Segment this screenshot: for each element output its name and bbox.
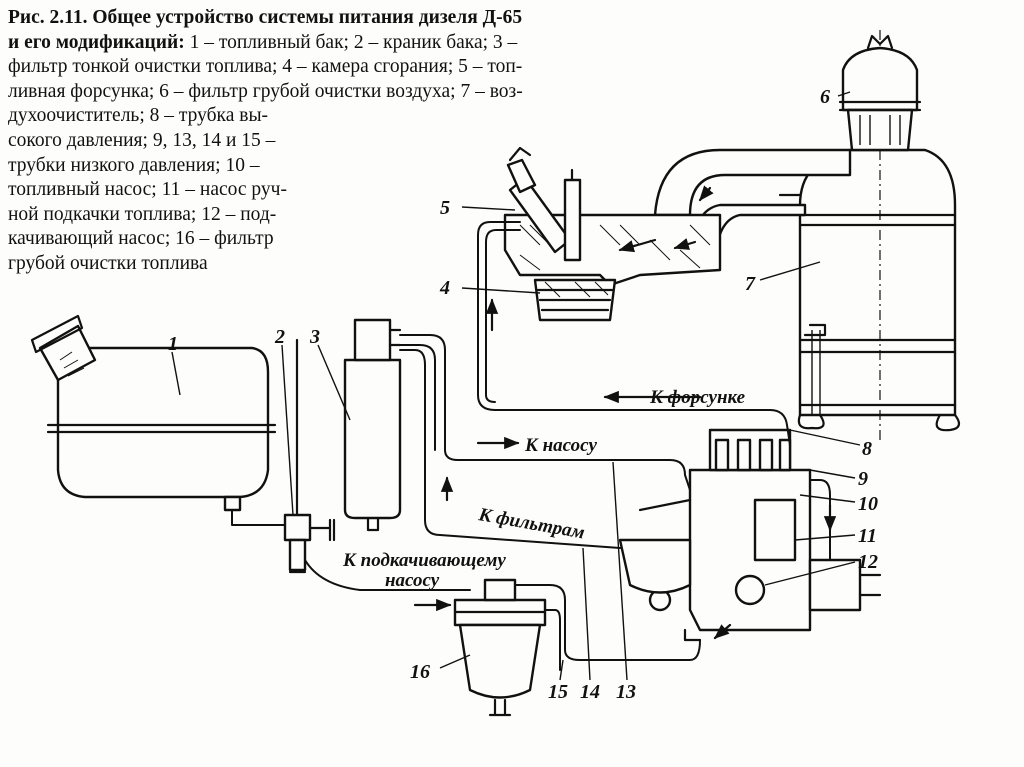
caption-line-6: трубки низкого давления; 10 –	[8, 154, 260, 176]
return-line-right	[809, 479, 831, 561]
label-to-priming-pump-line1: К подкачивающему	[342, 550, 506, 571]
callout-12: 12	[858, 551, 878, 573]
fuel-injector	[506, 146, 582, 262]
callout-16: 16	[410, 661, 430, 683]
callout-14: 14	[580, 681, 600, 703]
air-cleaner	[797, 30, 961, 440]
high-pressure-line	[477, 221, 791, 446]
caption-line-5: сокого давления; 9, 13, 14 и 15 –	[8, 129, 276, 151]
low-pressure-line-14	[399, 349, 621, 549]
low-pressure-line-16-out	[544, 609, 561, 671]
high-pressure-line-inner	[485, 229, 521, 403]
caption-line-7: топливный насос; 11 – насос руч-	[8, 179, 287, 201]
coarse-fuel-filter	[453, 578, 547, 717]
callout-11: 11	[858, 525, 877, 547]
caption-line-3: ливная форсунка; 6 – фильтр грубой очист…	[8, 80, 523, 102]
callout-6: 6	[820, 86, 830, 108]
caption-line-2: фильтр тонкой очистки топлива; 4 – камер…	[8, 56, 523, 78]
low-pressure-line-to-priming	[304, 559, 471, 591]
callout-5: 5	[440, 197, 450, 219]
low-pressure-line-15	[514, 584, 701, 661]
label-to-injector: К форсунке	[649, 387, 746, 408]
fuel-tank	[30, 314, 277, 512]
label-to-priming-pump-line2: насосу	[385, 570, 440, 591]
callout-2: 2	[274, 326, 285, 348]
callout-9: 9	[858, 468, 868, 490]
flow-arrow-return	[713, 623, 732, 640]
callout-8: 8	[862, 438, 872, 460]
callout-7: 7	[745, 273, 756, 295]
coarse-air-filter	[838, 34, 922, 152]
callout-3: 3	[309, 326, 320, 348]
callout-10: 10	[858, 493, 878, 515]
low-pressure-line-13	[399, 334, 691, 491]
tank-tap	[231, 338, 336, 574]
caption-line-10: грубой очистки топлива	[8, 252, 208, 274]
callout-13: 13	[616, 681, 636, 703]
caption-line-9: качивающий насос; 16 – фильтр	[8, 228, 274, 250]
fuel-injection-pump	[618, 428, 882, 642]
caption-line-1: и его модификаций: 1 – топливный бак; 2 …	[8, 31, 518, 53]
callout-1: 1	[168, 333, 178, 355]
caption-line-8: ной подкачки топлива; 12 – под-	[8, 203, 277, 225]
label-to-filters: К фильтрам	[476, 504, 586, 543]
figure-title: Рис. 2.11. Общее устройство системы пита…	[8, 7, 523, 28]
callout-4: 4	[439, 277, 450, 299]
fine-fuel-filter	[343, 318, 402, 532]
callout-15: 15	[548, 681, 568, 703]
figure-caption: Рис. 2.11. Общее устройство системы пита…	[8, 6, 798, 277]
label-to-pump: К насосу	[524, 435, 597, 456]
leader-lines	[171, 91, 861, 681]
caption-line-4: духоочиститель; 8 – трубка вы-	[8, 105, 269, 127]
low-pressure-line-13b	[399, 344, 436, 451]
